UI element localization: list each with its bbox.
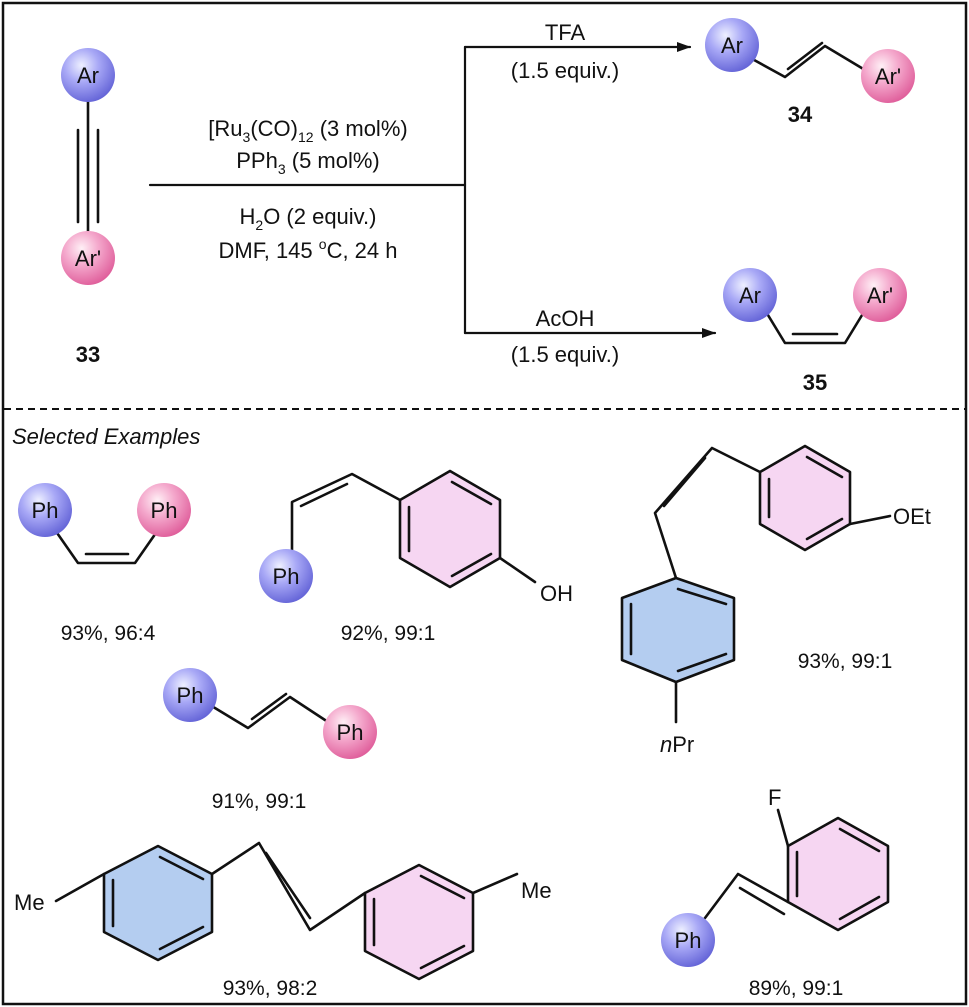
yield-label: 91%, 99:1 [212,790,307,813]
compound-number-33: 33 [76,342,100,367]
ph-ball [323,705,377,759]
ph-label: Ph [177,683,204,708]
compound-33: Ar Ar' 33 [61,48,115,367]
example-trans-stilbene: Ph Ph 91%, 99:1 [163,668,377,813]
ar-label: Ar [721,33,743,58]
ar-prime-label: Ar' [75,246,101,271]
ph-label: Ph [273,564,300,589]
ar-ball [723,268,777,322]
acoh-label: AcOH [536,306,595,331]
ph-label: Ph [151,498,178,523]
compound-35: Ar Ar' 35 [723,268,907,395]
oh-label: OH [540,581,573,606]
npr-label: nPr [660,732,694,757]
acoh-equiv: (1.5 equiv.) [511,342,619,367]
example-hydroxystilbene: OH Ph 92%, 99:1 [259,469,573,645]
ph-label: Ph [337,720,364,745]
ph-ball [661,913,715,967]
ar-prime-ball [853,268,907,322]
example-ethoxy-propylstilbene: OEt nPr 93%, 99:1 [620,444,931,757]
examples-title: Selected Examples [12,424,200,449]
compound-number-35: 35 [803,370,827,395]
ph-ball [18,483,72,537]
tfa-equiv: (1.5 equiv.) [511,58,619,83]
ph-ball [163,668,217,722]
tfa-label: TFA [545,20,586,45]
yield-label: 89%, 99:1 [749,977,844,1000]
yield-label: 93%, 98:2 [223,977,318,1000]
ligand-line: PPh3 (5 mol%) [236,148,380,177]
ar-label: Ar [739,283,761,308]
yield-label: 93%, 99:1 [798,650,893,673]
ph-ball [259,549,313,603]
ph-label: Ph [675,928,702,953]
solvent-temp-line: DMF, 145 oC, 24 h [219,236,398,263]
example-cis-stilbene: Ph Ph 93%, 96:4 [18,483,191,645]
ar-ball [705,18,759,72]
ar-prime-ball [61,231,115,285]
branch-arrows: TFA (1.5 equiv.) AcOH (1.5 equiv.) [463,20,717,367]
catalyst-line: [Ru3(CO)12 (3 mol%) [208,116,407,145]
me-label: Me [14,890,45,915]
f-label: F [768,785,781,810]
compound-34: Ar Ar' 34 [705,18,915,127]
me-label: Me [521,878,552,903]
ar-ball [61,48,115,102]
ar-label: Ar [77,63,99,88]
ph-label: Ph [32,498,59,523]
reaction-conditions: [Ru3(CO)12 (3 mol%) PPh3 (5 mol%) H2O (2… [148,116,467,263]
oet-label: OEt [893,504,931,529]
yield-label: 93%, 96:4 [61,622,156,645]
yield-label: 92%, 99:1 [341,622,436,645]
compound-number-34: 34 [788,102,813,127]
ar-prime-label: Ar' [867,283,893,308]
example-fluorostilbene: F Ph 89%, 99:1 [661,785,890,1000]
water-line: H2O (2 equiv.) [240,204,377,233]
ar-prime-ball [861,49,915,103]
example-dimethylstilbene: Me Me 93%, 98:2 [14,841,552,1000]
ar-prime-label: Ar' [875,64,901,89]
ph-ball [137,483,191,537]
